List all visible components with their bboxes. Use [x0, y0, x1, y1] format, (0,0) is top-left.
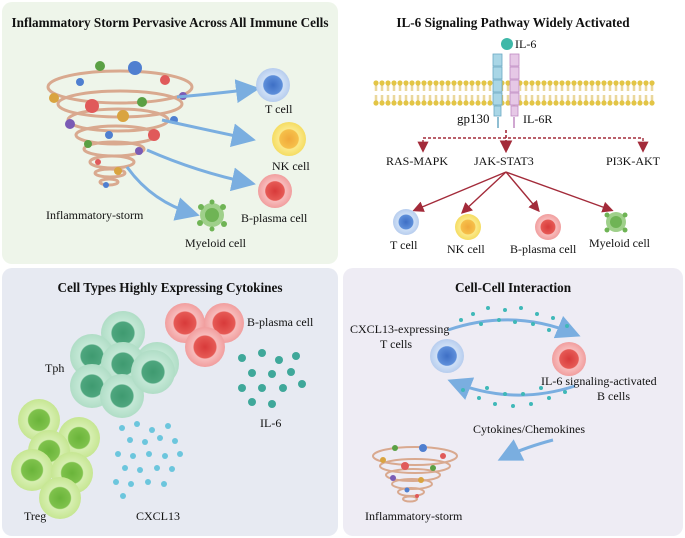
t-cell-icon — [256, 68, 290, 102]
il6-label: IL-6 — [515, 37, 537, 51]
il6r-label: IL-6R — [523, 112, 553, 126]
cell-interaction-diagram — [372, 306, 586, 503]
panel2-title: IL-6 Signaling Pathway Widely Activated — [396, 15, 630, 30]
storm-particles — [49, 61, 187, 188]
tph-label: Tph — [45, 361, 65, 375]
treg-label: Treg — [24, 509, 47, 523]
panel1-title: Inflammatory Storm Pervasive Across All … — [11, 15, 329, 30]
chemokine-dots-bottom — [461, 386, 567, 408]
tph-cells-icon — [70, 311, 179, 418]
il6-cells-label: IL-6 signaling-activated B cells — [541, 374, 657, 403]
cxcl13-cells-label: CXCL13-expressing T cells — [350, 322, 450, 351]
b-plasma-cell-icon — [535, 214, 561, 240]
panel-cytokine-cells: Cell Types Highly Expressing Cytokines — [2, 268, 338, 536]
il6-label: IL-6 — [260, 416, 282, 430]
gp130-label: gp130 — [457, 111, 490, 126]
myeloid-cell-icon — [197, 199, 227, 232]
storm-label: Inflammatory-storm — [46, 208, 144, 222]
jak-stat3-label: JAK-STAT3 — [474, 154, 534, 168]
t-cell-label: T cell — [265, 102, 293, 116]
myeloid-cell-label: Myeloid cell — [589, 236, 650, 250]
ras-mapk-label: RAS-MAPK — [386, 154, 449, 168]
nk-cell-label: NK cell — [447, 242, 485, 256]
nk-cell-icon — [272, 122, 306, 156]
pi3k-akt-label: PI3K-AKT — [606, 154, 660, 168]
storm-label: Inflammatory-storm — [365, 509, 463, 523]
cxcl13-label: CXCL13 — [136, 509, 181, 523]
gp130-receptor-icon — [492, 53, 503, 117]
b-plasma-cells-icon — [165, 303, 244, 367]
cxcl13-t-cell-icon — [430, 339, 464, 373]
b-plasma-cell-label: B-plasma cell — [241, 211, 308, 225]
il6-pathway-diagram — [373, 38, 655, 240]
myeloid-cell-label: Myeloid cell — [185, 236, 246, 250]
myeloid-cell-icon — [604, 212, 628, 233]
il6-b-cell-icon — [552, 342, 586, 376]
il6-ligand-icon — [501, 38, 513, 50]
panel4-title: Cell-Cell Interaction — [454, 280, 572, 295]
nk-cell-label: NK cell — [272, 159, 310, 173]
panel-inflammatory-storm: Inflammatory Storm Pervasive Across All … — [2, 2, 338, 264]
nk-cell-icon — [455, 214, 481, 240]
cxcl13-molecules — [113, 421, 183, 499]
cytokine-cells-illustration — [11, 303, 306, 519]
cytokines-label: Cytokines/Chemokines — [473, 422, 585, 436]
storm-particles — [380, 444, 446, 498]
b-plasma-cell-icon — [258, 174, 292, 208]
panel3-title: Cell Types Highly Expressing Cytokines — [57, 280, 283, 295]
panel-il6-pathway: IL-6 Signaling Pathway Widely Activated — [343, 2, 683, 264]
panel-cell-interaction: Cell-Cell Interaction — [343, 268, 683, 536]
il6r-receptor-icon — [509, 53, 520, 117]
b-plasma-cell-label: B-plasma cell — [510, 242, 577, 256]
chemokine-dots-top — [459, 306, 569, 332]
treg-cells-icon — [11, 399, 100, 519]
storm-tornado-icon — [372, 446, 458, 503]
il6-molecules — [238, 349, 306, 408]
t-cell-label: T cell — [390, 238, 418, 252]
storm-illustration — [46, 61, 306, 232]
b-plasma-cell-label: B-plasma cell — [247, 315, 314, 329]
t-cell-icon — [393, 209, 419, 235]
